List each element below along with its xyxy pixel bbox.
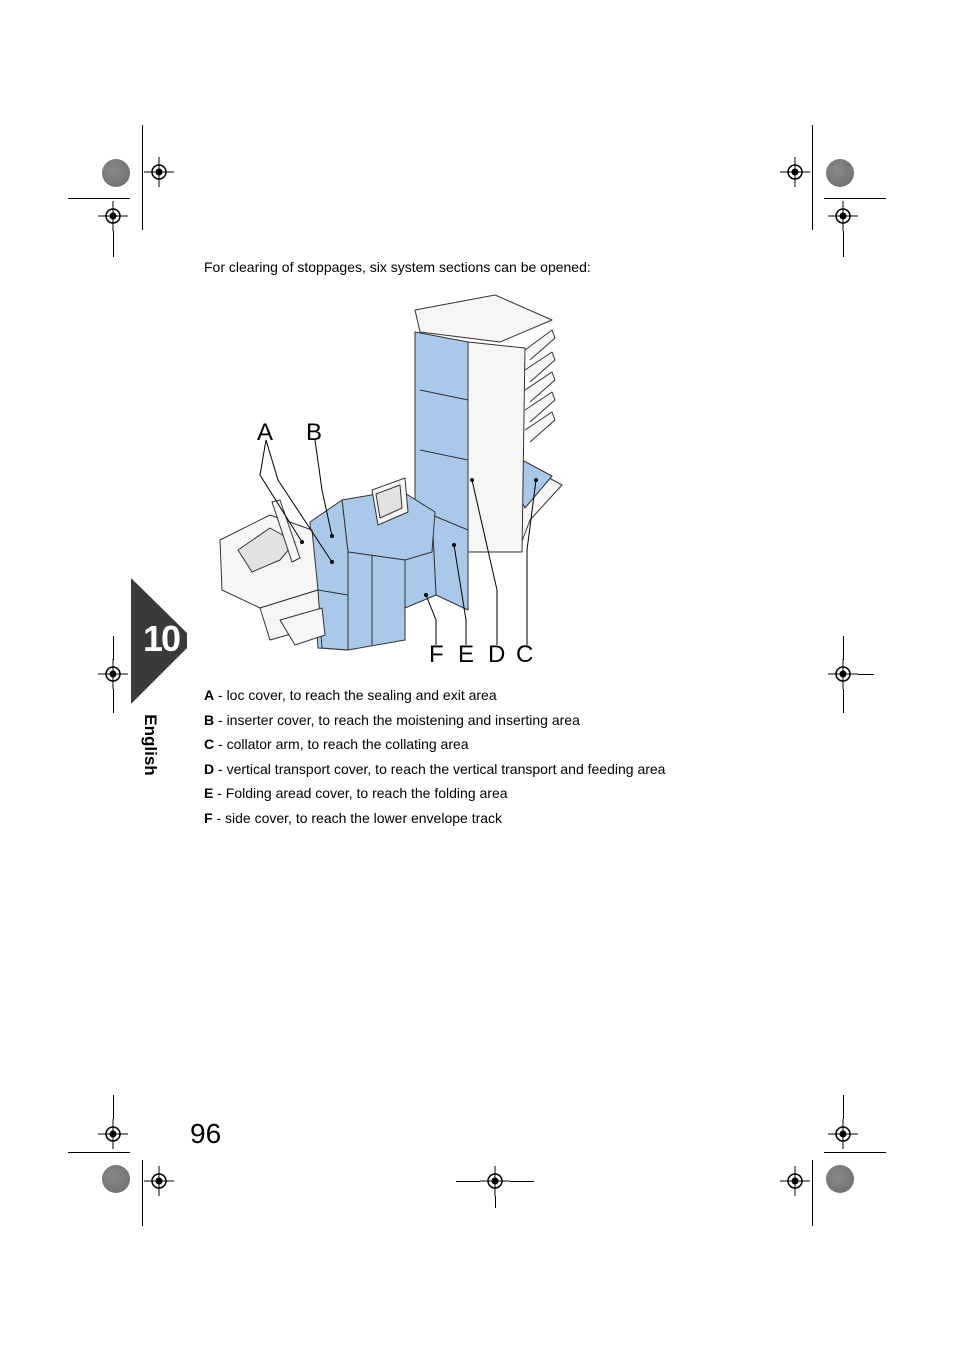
legend-key: F bbox=[204, 809, 213, 826]
crop-line bbox=[495, 1196, 496, 1208]
registration-target-icon bbox=[144, 157, 174, 187]
legend-key: E bbox=[204, 785, 214, 802]
crop-line bbox=[68, 1152, 130, 1153]
crop-line bbox=[843, 636, 844, 660]
legend-item: F - side cover, to reach the lower envel… bbox=[204, 806, 665, 831]
crop-line bbox=[113, 1095, 114, 1119]
callout-label-e: E bbox=[458, 641, 474, 668]
chapter-number: 10 bbox=[142, 618, 181, 659]
legend-item: E - Folding aread cover, to reach the fo… bbox=[204, 781, 665, 806]
legend-text: - loc cover, to reach the sealing and ex… bbox=[214, 687, 497, 703]
callout-label-b: B bbox=[306, 419, 322, 446]
legend-text: - Folding aread cover, to reach the fold… bbox=[213, 785, 508, 802]
callout-dots bbox=[300, 478, 538, 597]
legend-item: A - loc cover, to reach the sealing and … bbox=[204, 683, 665, 708]
page-number: 96 bbox=[190, 1118, 222, 1149]
registration-dot bbox=[826, 1165, 854, 1193]
machine-body bbox=[219, 294, 563, 651]
legend-key: B bbox=[204, 711, 215, 728]
legend-item: D - vertical transport cover, to reach t… bbox=[204, 757, 665, 782]
callout-label-c: C bbox=[516, 641, 533, 668]
crop-line bbox=[843, 1095, 844, 1119]
legend-key: D bbox=[204, 760, 215, 777]
crop-line bbox=[858, 674, 874, 675]
registration-target-icon bbox=[98, 1119, 128, 1149]
registration-target-icon bbox=[98, 659, 128, 689]
callout-label-d: D bbox=[488, 641, 505, 668]
callout-label-f: F bbox=[429, 641, 444, 668]
chapter-tab bbox=[131, 578, 187, 704]
crop-line bbox=[824, 198, 886, 199]
crop-line bbox=[510, 1181, 534, 1182]
registration-target-icon bbox=[780, 1166, 810, 1196]
legend-key: C bbox=[204, 736, 215, 753]
registration-dot bbox=[102, 159, 130, 187]
crop-line bbox=[824, 1152, 886, 1153]
registration-target-icon bbox=[98, 201, 128, 231]
legend-text: - inserter cover, to reach the moistenin… bbox=[214, 711, 580, 728]
callout-label-a: A bbox=[257, 419, 273, 446]
crop-line bbox=[843, 231, 844, 257]
crop-line bbox=[142, 1160, 143, 1226]
legend-key: A bbox=[204, 687, 215, 703]
registration-target-icon bbox=[828, 201, 858, 231]
crop-line bbox=[68, 198, 130, 199]
registration-target-icon bbox=[480, 1166, 510, 1196]
legend-item: B - inserter cover, to reach the moisten… bbox=[204, 708, 665, 733]
registration-target-icon bbox=[144, 1166, 174, 1196]
registration-target-icon bbox=[828, 1119, 858, 1149]
crop-line bbox=[142, 125, 143, 230]
crop-line bbox=[113, 231, 114, 257]
crop-line bbox=[843, 689, 844, 713]
registration-dot bbox=[102, 1165, 130, 1193]
registration-target-icon bbox=[780, 157, 810, 187]
registration-target-icon bbox=[828, 659, 858, 689]
legend-text: - collator arm, to reach the collating a… bbox=[214, 736, 469, 753]
registration-dot bbox=[826, 159, 854, 187]
language-label: English bbox=[141, 714, 160, 776]
legend-text: - vertical transport cover, to reach the… bbox=[214, 760, 666, 777]
intro-paragraph: For clearing of stoppages, six system se… bbox=[204, 259, 591, 275]
cover-legend: A - loc cover, to reach the sealing and … bbox=[204, 683, 665, 831]
crop-line bbox=[456, 1181, 480, 1182]
legend-text: - side cover, to reach the lower envelop… bbox=[212, 809, 503, 826]
crop-line bbox=[812, 125, 813, 230]
machine-illustration: A B F E D C bbox=[219, 294, 563, 668]
callout-leaders bbox=[259, 439, 537, 645]
legend-item: C - collator arm, to reach the collating… bbox=[204, 732, 665, 757]
crop-line bbox=[113, 636, 114, 660]
crop-line bbox=[812, 1160, 813, 1226]
crop-line bbox=[113, 689, 114, 713]
